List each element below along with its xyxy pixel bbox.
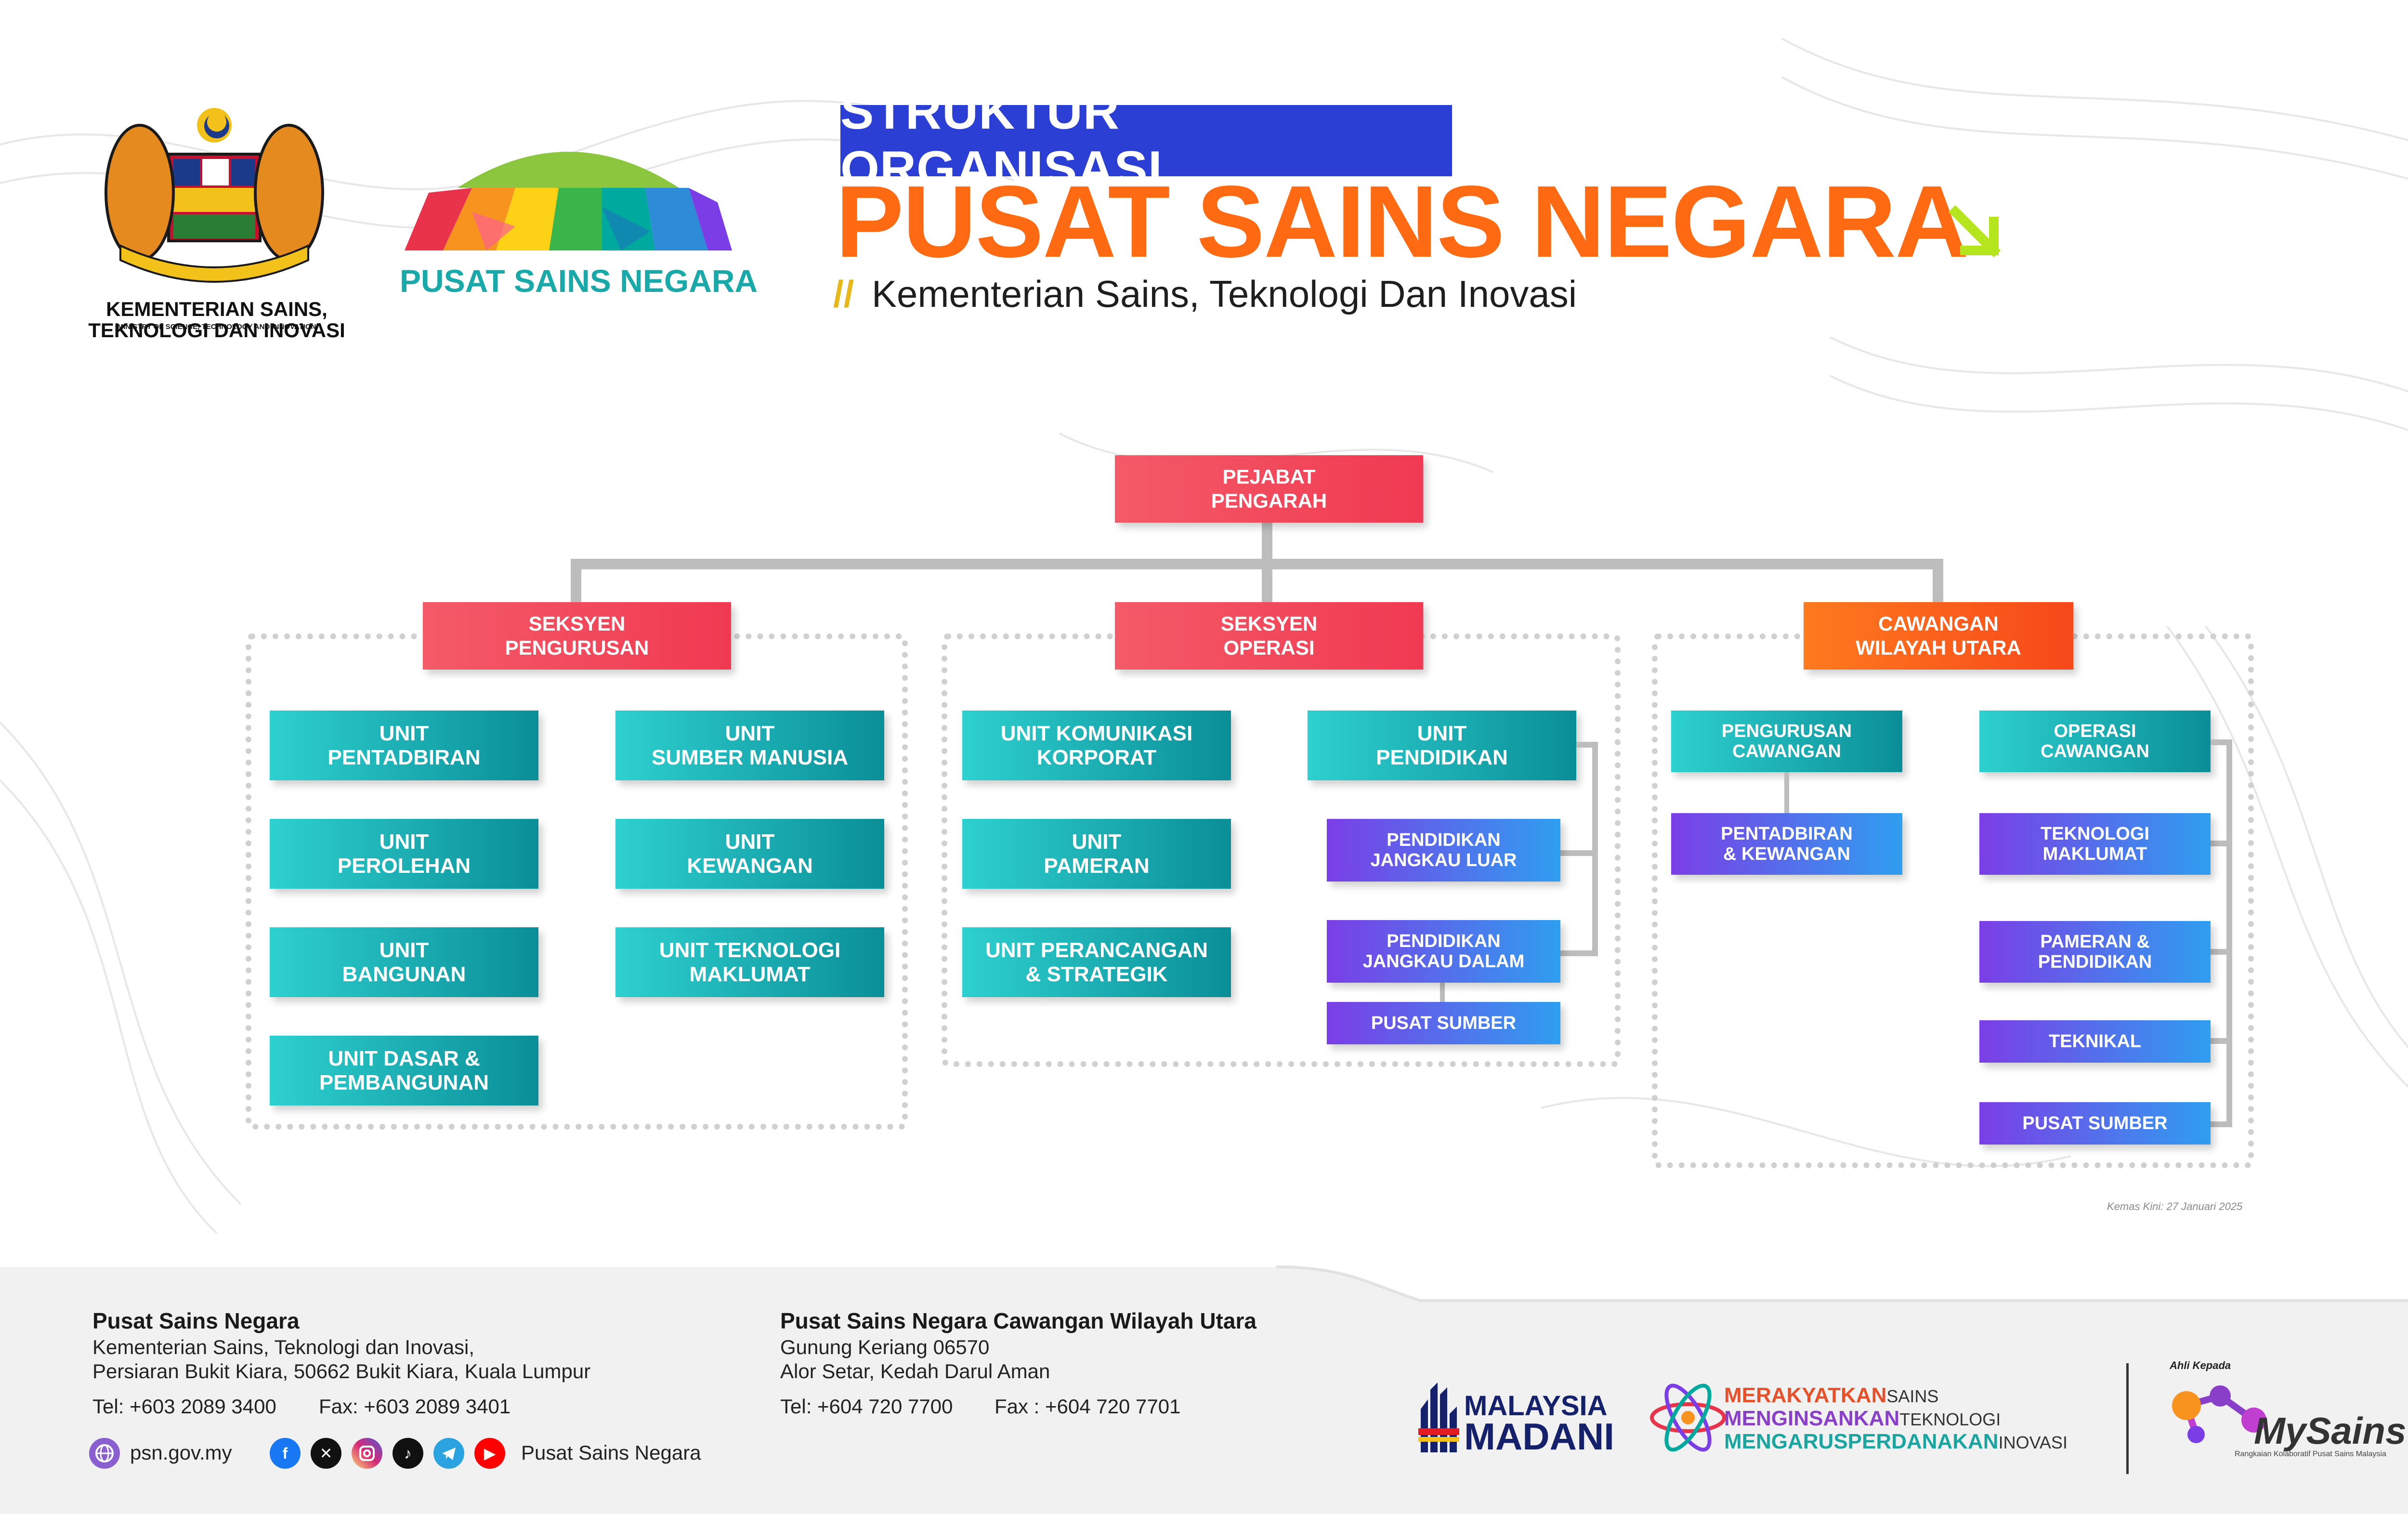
org-root-pejabat-pengarah: PEJABAT PENGARAH bbox=[1115, 455, 1423, 523]
section-seksyen-operasi: SEKSYEN OPERASI bbox=[1115, 602, 1423, 670]
malaysia-madani-logo bbox=[1418, 1382, 1459, 1452]
hq-tel: Tel: +603 2089 3400 bbox=[92, 1395, 276, 1418]
branch-tel: Tel: +604 720 7700 bbox=[780, 1395, 953, 1418]
ministry-name: KEMENTERIAN SAINS, TEKNOLOGI DAN INOVASI bbox=[88, 298, 345, 342]
section-seksyen-pengurusan: SEKSYEN PENGURUSAN bbox=[423, 602, 731, 670]
connector bbox=[571, 559, 581, 602]
connector bbox=[2226, 739, 2232, 1127]
connector bbox=[1592, 742, 1598, 956]
subtitle-marker: // bbox=[833, 273, 854, 315]
hq-fax: Fax: +603 2089 3401 bbox=[319, 1395, 511, 1418]
connector bbox=[1933, 559, 1943, 602]
unit-komunikasi-korporat: UNIT KOMUNIKASI KORPORAT bbox=[962, 711, 1231, 780]
connector bbox=[2211, 949, 2232, 955]
footer-background bbox=[0, 1265, 2408, 1514]
connector bbox=[571, 559, 1943, 569]
branch-title: Pusat Sains Negara Cawangan Wilayah Utar… bbox=[780, 1308, 1256, 1333]
tiktok-icon[interactable]: ♪ bbox=[393, 1438, 423, 1469]
unit-perancangan-strategik: UNIT PERANCANGAN & STRATEGIK bbox=[962, 927, 1231, 997]
connector bbox=[2211, 1121, 2232, 1127]
mysains-molecule-icon bbox=[2172, 1385, 2266, 1443]
madani-word-2: MADANI bbox=[1464, 1415, 1614, 1458]
page-subtitle: Kementerian Sains, Teknologi Dan Inovasi bbox=[872, 273, 1577, 315]
unit-perolehan: UNIT PEROLEHAN bbox=[270, 819, 538, 889]
sub-unit-pameran-pendidikan: PAMERAN & PENDIDIKAN bbox=[1979, 921, 2211, 983]
sub-unit-pentadbiran-kewangan: PENTADBIRAN & KEWANGAN bbox=[1671, 813, 1902, 875]
unit-kewangan: UNIT KEWANGAN bbox=[615, 819, 884, 889]
updated-date: Kemas Kini: 27 Januari 2025 bbox=[2107, 1200, 2243, 1212]
unit-pentadbiran: UNIT PENTADBIRAN bbox=[270, 711, 538, 780]
sub-unit-pendidikan-jangkau-dalam: PENDIDIKAN JANGKAU DALAM bbox=[1327, 920, 1560, 983]
psn-logo-text: PUSAT SAINS NEGARA bbox=[400, 263, 758, 299]
x-icon[interactable]: ✕ bbox=[311, 1438, 341, 1469]
connector bbox=[1440, 980, 1445, 1002]
connector bbox=[1560, 950, 1598, 956]
connector bbox=[1262, 559, 1272, 602]
mysains-tagline: Rangkaian Kolaboratif Pusat Sains Malays… bbox=[2235, 1450, 2386, 1458]
unit-dasar-pembangunan: UNIT DASAR & PEMBANGUNAN bbox=[270, 1036, 538, 1106]
slogan-line-1: MERAKYATKANSAINS bbox=[1724, 1383, 1939, 1407]
section-cawangan-wilayah-utara: CAWANGAN WILAYAH UTARA bbox=[1804, 602, 2073, 670]
connector bbox=[1560, 850, 1598, 856]
unit-bangunan: UNIT BANGUNAN bbox=[270, 927, 538, 997]
connector bbox=[1784, 772, 1789, 813]
down-right-arrow-icon bbox=[1948, 205, 2001, 258]
branch-address: Gunung Keriang 06570 Alor Setar, Kedah D… bbox=[780, 1336, 1050, 1382]
globe-icon[interactable] bbox=[89, 1438, 120, 1469]
section-frame-pengurusan bbox=[246, 633, 908, 1130]
facebook-icon[interactable]: f bbox=[270, 1438, 301, 1469]
branch-fax: Fax : +604 720 7701 bbox=[995, 1395, 1181, 1418]
sub-unit-teknikal: TEKNIKAL bbox=[1979, 1020, 2211, 1063]
unit-pendidikan: UNIT PENDIDIKAN bbox=[1308, 711, 1576, 780]
jata-negara-logo bbox=[105, 108, 324, 283]
slogan-line-3: MENGARUSPERDANAKANINOVASI bbox=[1724, 1430, 2068, 1453]
instagram-icon[interactable] bbox=[352, 1438, 382, 1469]
unit-sumber-manusia: UNIT SUMBER MANUSIA bbox=[615, 711, 884, 780]
social-handle: Pusat Sains Negara bbox=[521, 1441, 701, 1464]
madani-word-1: MALAYSIA bbox=[1464, 1390, 1608, 1422]
sub-unit-teknologi-maklumat: TEKNOLOGI MAKLUMAT bbox=[1979, 813, 2211, 875]
page-title: PUSAT SAINS NEGARA bbox=[836, 164, 1969, 278]
connector bbox=[1262, 523, 1272, 566]
mysains-wordmark: MySains bbox=[2254, 1409, 2407, 1452]
unit-pameran: UNIT PAMERAN bbox=[962, 819, 1231, 889]
mysains-member-label: Ahli Kepada bbox=[2170, 1359, 2231, 1371]
atom-icon bbox=[1650, 1383, 1726, 1452]
slogan-line-2: MENGINSANKANTEKNOLOGI bbox=[1724, 1407, 2001, 1430]
sub-unit-pusat-sumber-utara: PUSAT SUMBER bbox=[1979, 1102, 2211, 1145]
website-link[interactable]: psn.gov.my bbox=[130, 1441, 232, 1464]
unit-pengurusan-cawangan: PENGURUSAN CAWANGAN bbox=[1671, 711, 1902, 772]
unit-teknologi-maklumat: UNIT TEKNOLOGI MAKLUMAT bbox=[615, 927, 884, 997]
connector bbox=[2211, 841, 2232, 846]
telegram-icon[interactable] bbox=[433, 1438, 464, 1469]
ministry-name-en: MINISTRY OF SCIENCE, TECHNOLOGY AND INNO… bbox=[117, 323, 316, 331]
hq-address: Kementerian Sains, Teknologi dan Inovasi… bbox=[92, 1336, 591, 1382]
unit-operasi-cawangan: OPERASI CAWANGAN bbox=[1979, 711, 2211, 772]
hq-title: Pusat Sains Negara bbox=[92, 1308, 300, 1333]
psn-logo bbox=[405, 152, 732, 250]
sub-unit-pendidikan-jangkau-luar: PENDIDIKAN JANGKAU LUAR bbox=[1327, 819, 1560, 882]
sub-unit-pusat-sumber-operasi: PUSAT SUMBER bbox=[1327, 1002, 1560, 1044]
section-frame-utara bbox=[1652, 633, 2254, 1168]
connector bbox=[2211, 1038, 2232, 1044]
youtube-icon[interactable]: ▶ bbox=[474, 1438, 505, 1469]
footer-divider bbox=[2126, 1363, 2129, 1474]
